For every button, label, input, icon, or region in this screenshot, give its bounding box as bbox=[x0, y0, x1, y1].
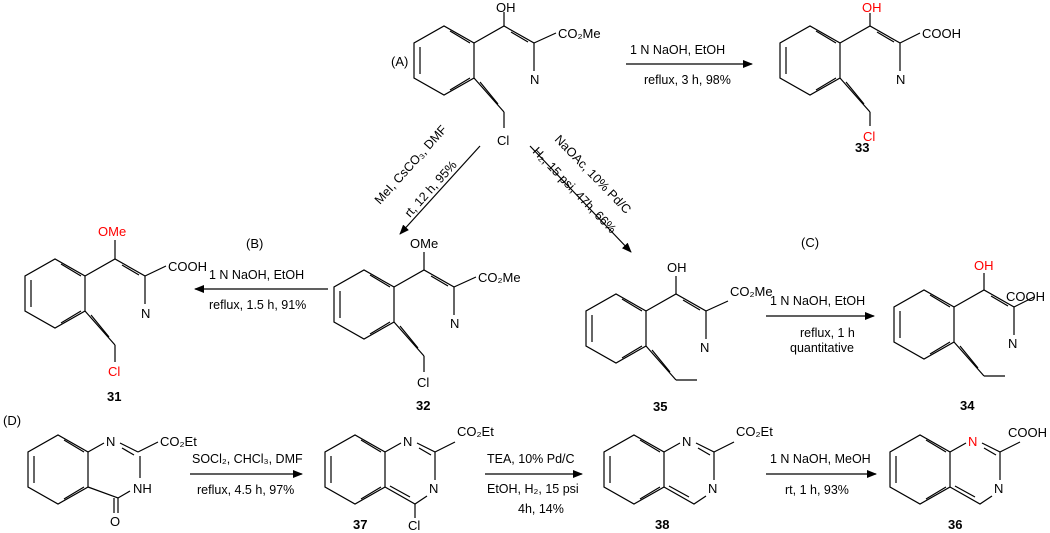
c34-cooh-label: COOH bbox=[1006, 289, 1045, 304]
sm-n-label: N bbox=[530, 72, 539, 87]
cond-d3-top: 1 N NaOH, MeOH bbox=[770, 452, 871, 466]
c32-n-label: N bbox=[450, 316, 459, 331]
cond-d1-bottom: reflux, 4.5 h, 97% bbox=[197, 483, 294, 497]
starting-material-structure: OH CO₂Me N Cl bbox=[413, 0, 601, 148]
c31-ome-label: OMe bbox=[98, 224, 126, 239]
sm-cl-label: Cl bbox=[497, 133, 509, 148]
quinazolinone-structure: N CO₂Et NH O bbox=[27, 434, 197, 529]
cond-b-bottom: reflux, 1.5 h, 91% bbox=[209, 298, 306, 312]
compound-32-number: 32 bbox=[416, 398, 430, 413]
cond-a-bottom: reflux, 3 h, 98% bbox=[644, 73, 731, 87]
quinazolinone-nh-label: NH bbox=[133, 481, 152, 496]
compound-37-number: 37 bbox=[353, 517, 367, 532]
compound-38-number: 38 bbox=[655, 517, 669, 532]
sm-oh-label: OH bbox=[496, 0, 516, 15]
section-label-c: (C) bbox=[801, 235, 819, 250]
c32-ome-label: OMe bbox=[410, 236, 438, 251]
c36-n1-label: N bbox=[968, 434, 977, 449]
cond-d2-top: TEA, 10% Pd/C bbox=[487, 452, 575, 466]
section-label-b: (B) bbox=[246, 236, 263, 251]
c33-oh-label: OH bbox=[862, 0, 882, 15]
c34-n-label: N bbox=[1008, 336, 1017, 351]
sm-co2me-label: CO₂Me bbox=[558, 26, 601, 41]
quinazolinone-co2et-label: CO₂Et bbox=[160, 434, 197, 449]
section-label-a: (A) bbox=[391, 54, 408, 69]
c32-cl-label: Cl bbox=[417, 375, 429, 390]
cond-d2-mid: EtOH, H₂, 15 psi bbox=[487, 482, 579, 496]
c35-co2me-label: CO₂Me bbox=[730, 284, 773, 299]
c38-n1-label: N bbox=[682, 434, 691, 449]
c34-oh-label: OH bbox=[974, 258, 994, 273]
cond-c-top: 1 N NaOH, EtOH bbox=[770, 294, 865, 308]
compound-31-structure: OMe COOH N Cl bbox=[24, 224, 207, 379]
compound-35-structure: OH CO₂Me N bbox=[585, 260, 773, 381]
c32-co2me-label: CO₂Me bbox=[478, 270, 521, 285]
c36-n2-label: N bbox=[994, 481, 1003, 496]
quinazolinone-o-label: O bbox=[110, 514, 120, 529]
cond-c-bottom2: quantitative bbox=[790, 341, 854, 355]
compound-34-structure: OH COOH N bbox=[893, 258, 1045, 377]
c35-oh-label: OH bbox=[667, 260, 687, 275]
cond-a-top: 1 N NaOH, EtOH bbox=[630, 43, 725, 57]
arrow-to-35 bbox=[529, 145, 632, 253]
compound-33-structure: OH COOH N Cl bbox=[779, 0, 961, 144]
compound-35-number: 35 bbox=[653, 399, 667, 414]
cond-d2-bottom: 4h, 14% bbox=[518, 502, 564, 516]
section-label-d: (D) bbox=[3, 413, 21, 428]
c31-cl-label: Cl bbox=[108, 364, 120, 379]
c38-n2-label: N bbox=[708, 481, 717, 496]
compound-31-number: 31 bbox=[107, 389, 121, 404]
compound-32-structure: OMe CO₂Me N Cl bbox=[333, 236, 521, 390]
compound-38-structure: N CO₂Et N bbox=[603, 424, 773, 505]
c37-n2-label: N bbox=[429, 481, 438, 496]
cond-mei-1: MeI, CsCO₃, DMF bbox=[372, 122, 450, 207]
compound-33-number: 33 bbox=[855, 140, 869, 155]
arrow-to-32 bbox=[399, 145, 481, 235]
cond-d3-bottom: rt, 1 h, 93% bbox=[785, 483, 849, 497]
c31-n-label: N bbox=[141, 306, 150, 321]
compound-34-number: 34 bbox=[960, 398, 975, 413]
c31-cooh-label: COOH bbox=[168, 259, 207, 274]
cond-d1-top: SOCl₂, CHCl₃, DMF bbox=[192, 452, 303, 466]
c35-n-label: N bbox=[700, 340, 709, 355]
c38-co2et-label: CO₂Et bbox=[736, 424, 773, 439]
c37-co2et-label: CO₂Et bbox=[457, 424, 494, 439]
c33-cooh-label: COOH bbox=[922, 26, 961, 41]
cond-b-top: 1 N NaOH, EtOH bbox=[209, 268, 304, 282]
c33-cl-label: Cl bbox=[863, 129, 875, 144]
c37-cl-label: Cl bbox=[408, 518, 420, 533]
compound-36-structure: N COOH N bbox=[889, 425, 1047, 505]
compound-36-number: 36 bbox=[948, 517, 962, 532]
c33-n-label: N bbox=[896, 72, 905, 87]
c36-cooh-label: COOH bbox=[1008, 425, 1047, 440]
cond-c-bottom1: reflux, 1 h bbox=[800, 326, 855, 340]
quinazolinone-n-label: N bbox=[106, 434, 115, 449]
compound-37-structure: N CO₂Et N Cl bbox=[324, 424, 494, 533]
c37-n1-label: N bbox=[403, 434, 412, 449]
